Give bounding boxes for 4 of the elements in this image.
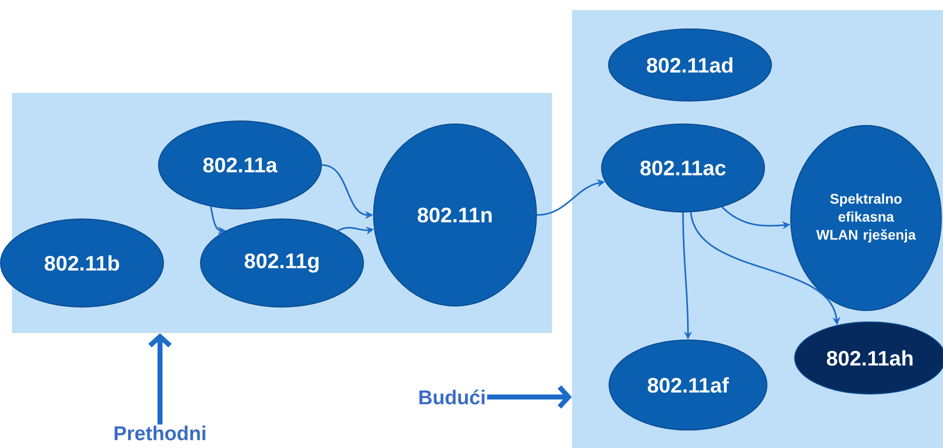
arrow [487, 385, 572, 409]
caption-text: Budući [419, 390, 484, 404]
caption-text: Prethodni [114, 426, 206, 440]
arrow [148, 333, 172, 424]
